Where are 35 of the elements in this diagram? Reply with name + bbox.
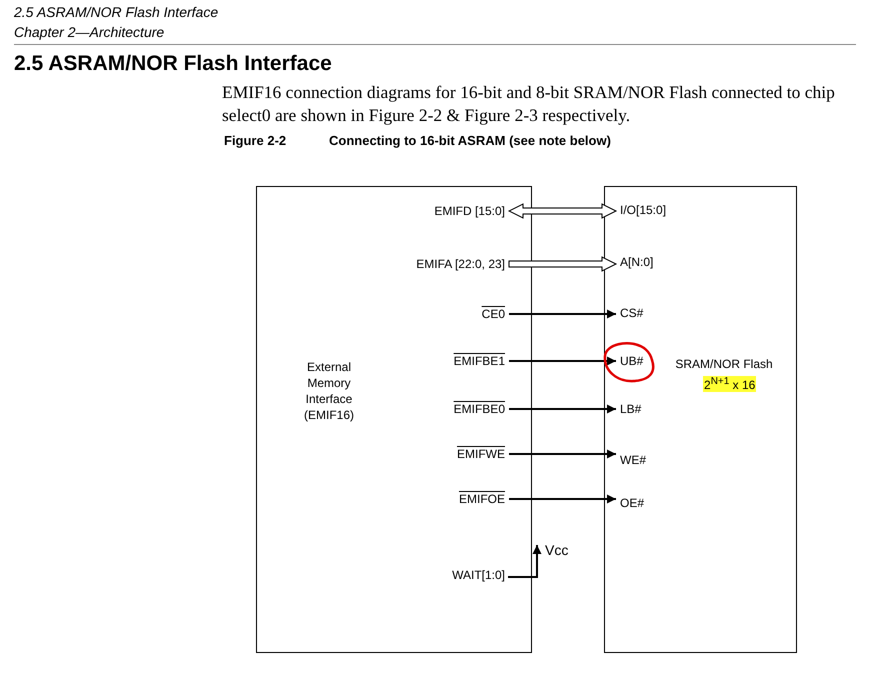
signal-name: EMIFWE	[457, 447, 505, 461]
signal-name: EMIFOE	[458, 492, 505, 506]
arrow	[509, 404, 616, 414]
arrow	[509, 310, 616, 318]
running-header: 2.5 ASRAM/NOR Flash Interface	[14, 4, 218, 20]
section-heading: 2.5 ASRAM/NOR Flash Interface	[14, 52, 332, 76]
figure-number: Figure 2-2	[224, 133, 286, 148]
arrow	[509, 356, 616, 366]
signal-name: EMIFD [15:0]	[434, 204, 505, 218]
signal-name: LB#	[620, 402, 642, 416]
signal-name: WAIT[1:0]	[452, 568, 505, 582]
block-title: External Memory Interface (EMIF16)	[302, 359, 355, 423]
signal-name: CE0	[482, 307, 505, 321]
signal-name: EMIFBE0	[454, 402, 505, 416]
signal-name: EMIFBE1	[454, 354, 505, 368]
signal-name: I/O[15:0]	[620, 203, 666, 217]
signal-name: WE#	[620, 453, 646, 467]
intro-paragraph: EMIF16 connection diagrams for 16-bit and 8-bit SRAM/NOR Flash connected to chip select0 are shown in Figure 2-2 & Figure 2-3 respectively.	[222, 81, 836, 127]
arrow	[508, 545, 542, 578]
signal-name: UB#	[620, 354, 644, 368]
arrow	[509, 494, 616, 504]
arrow	[509, 450, 616, 458]
figure-caption: Connecting to 16-bit ASRAM (see note below)	[329, 133, 611, 148]
chapter-header: Chapter 2—Architecture	[14, 24, 164, 40]
block-title: SRAM/NOR Flash	[674, 357, 774, 371]
signal-name: Vcc	[545, 543, 568, 557]
highlighted-size: 2$^{N+1}$ x 16	[703, 376, 756, 392]
signal-name: OE#	[620, 496, 644, 510]
block-box	[256, 186, 532, 653]
signal-name: EMIFA [22:0, 23]	[416, 257, 505, 271]
bus-arrow	[508, 203, 618, 219]
bus-arrow	[508, 256, 618, 272]
signal-name: CS#	[620, 306, 644, 320]
block-box	[604, 186, 797, 653]
signal-name: A[N:0]	[620, 255, 654, 269]
